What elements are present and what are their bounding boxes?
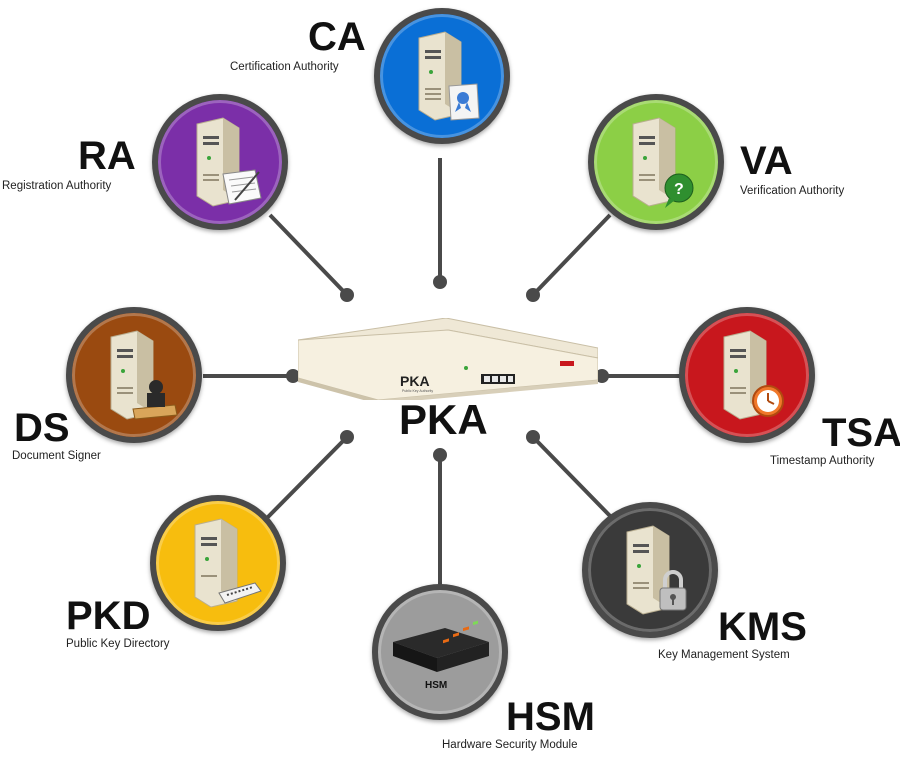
ca-abbreviation: CA — [308, 15, 366, 59]
connector-ra — [268, 213, 349, 297]
connector-kms — [531, 435, 616, 522]
ca-full-name: Certification Authority — [230, 61, 339, 73]
pkd-abbreviation: PKD — [66, 594, 151, 638]
ds-abbreviation: DS — [14, 406, 70, 450]
connector-pkd — [263, 435, 349, 522]
connector-dot-kms — [526, 430, 540, 444]
server-stamp-icon — [110, 330, 178, 420]
ds-full-name: Document Signer — [12, 450, 101, 462]
ra-full-name: Registration Authority — [2, 180, 112, 192]
connector-dot-ca — [433, 275, 447, 289]
pkd-node[interactable] — [150, 495, 286, 631]
svg-text:?: ? — [674, 181, 684, 198]
tsa-node[interactable] — [679, 307, 815, 443]
connector-dot-tsa — [595, 369, 609, 383]
connector-va — [531, 213, 612, 297]
server-question-icon: ? — [632, 117, 694, 208]
center-title: PKA — [399, 396, 488, 443]
pka-device-sublabel: Public Key Authority — [402, 389, 433, 393]
va-abbreviation: VA — [740, 139, 793, 183]
server-certificate-icon — [418, 31, 480, 121]
connector-dot-pkd — [340, 430, 354, 444]
server-clock-icon — [723, 330, 784, 420]
tsa-abbreviation: TSA — [822, 411, 900, 455]
server-padlock-icon — [626, 525, 687, 615]
ra-node[interactable] — [152, 94, 288, 230]
kms-full-name: Key Management System — [658, 649, 790, 661]
hsm-full-name: Hardware Security Module — [442, 739, 578, 751]
hsm-abbreviation: HSM — [506, 695, 595, 739]
ca-node[interactable] — [374, 8, 510, 144]
kms-node[interactable] — [582, 502, 718, 638]
connector-dot-va — [526, 288, 540, 302]
pka-appliance-icon: PKA Public Key Authority — [298, 318, 598, 400]
ds-node[interactable] — [66, 307, 202, 443]
server-form-icon — [196, 117, 262, 207]
hsm-node[interactable]: HSM — [372, 584, 508, 720]
hsm-device-label: HSM — [425, 680, 447, 691]
connector-dot-ra — [340, 288, 354, 302]
va-node[interactable]: ? — [588, 94, 724, 230]
tsa-full-name: Timestamp Authority — [770, 455, 875, 467]
ra-abbreviation: RA — [78, 134, 136, 178]
connector-dot-hsm — [433, 448, 447, 462]
hsm-device-icon: HSM — [393, 620, 489, 691]
pka-device-label: PKA — [400, 373, 430, 389]
kms-abbreviation: KMS — [718, 605, 807, 649]
va-full-name: Verification Authority — [740, 185, 845, 197]
connector-dot-ds — [286, 369, 300, 383]
server-card-reader-icon — [194, 518, 262, 608]
pkd-full-name: Public Key Directory — [66, 638, 170, 650]
